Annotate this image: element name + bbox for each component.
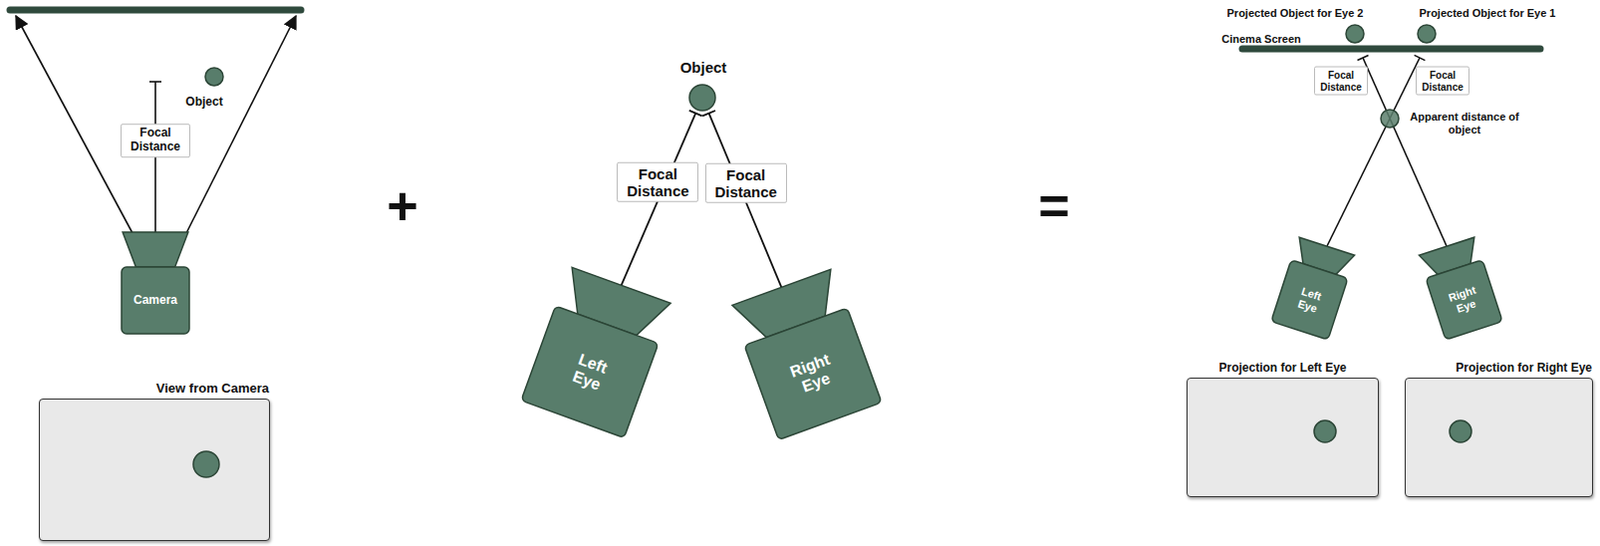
camera-label: Left Eye xyxy=(553,344,625,401)
camera-shape xyxy=(729,267,883,442)
focal-cap xyxy=(689,110,703,117)
annotation: Apparent distance of object xyxy=(1408,110,1521,136)
object-image xyxy=(193,451,220,478)
projected-object xyxy=(1417,24,1436,43)
focal-line xyxy=(154,81,157,234)
view-frame: Projection for Left Eye xyxy=(1186,377,1379,498)
view-heading: Projection for Right Eye xyxy=(1455,360,1593,375)
projected-object xyxy=(1345,24,1364,43)
annotation: + xyxy=(386,178,419,233)
screen-bar xyxy=(9,6,301,14)
camera-label: Right Eye xyxy=(1444,282,1485,318)
object-shape xyxy=(205,67,224,86)
annotation: Cinema Screen xyxy=(1221,32,1301,46)
view-arrow xyxy=(15,15,133,234)
camera-body xyxy=(744,307,882,441)
object-label: Object xyxy=(185,94,223,109)
view-drawing xyxy=(1405,378,1595,499)
camera-body xyxy=(1425,260,1503,340)
annotation: = xyxy=(1038,178,1070,233)
camera-node: Camera xyxy=(120,232,191,335)
camera-node: Left Eye xyxy=(1270,237,1357,342)
camera-body xyxy=(1271,260,1348,340)
object-node: Object xyxy=(688,83,717,112)
view-frame: View from Camera xyxy=(38,398,270,541)
camera-label-holder: Camera xyxy=(120,266,191,335)
view-frame: Projection for Right Eye xyxy=(1404,377,1594,498)
distance-label: Focal Distance xyxy=(616,161,699,203)
view-drawing xyxy=(39,399,271,542)
distance-label: Focal Distance xyxy=(1415,66,1470,96)
distance-label: Focal Distance xyxy=(705,162,788,204)
camera-node: Left Eye xyxy=(520,266,674,440)
focal-cap xyxy=(1414,54,1426,60)
camera-body xyxy=(121,266,190,334)
focal-cap xyxy=(702,110,716,116)
view-heading: View from Camera xyxy=(156,380,269,396)
camera-label: Left Eye xyxy=(1289,282,1330,318)
distance-label: Focal Distance xyxy=(1314,66,1368,96)
object-shape xyxy=(689,84,716,111)
object-node: Object xyxy=(204,66,225,87)
camera-body xyxy=(521,305,659,439)
object-circle xyxy=(688,83,717,112)
view-heading: Projection for Left Eye xyxy=(1218,360,1346,375)
object-label: Object xyxy=(680,58,728,76)
camera-node: Right Eye xyxy=(729,267,883,442)
focal-cap xyxy=(1357,55,1369,61)
object-image xyxy=(1449,420,1472,443)
camera-label: Camera xyxy=(133,293,178,308)
view-arrow xyxy=(186,15,296,234)
camera-node: Right Eye xyxy=(1417,237,1505,342)
camera-shape xyxy=(120,232,191,335)
lens xyxy=(122,232,189,267)
camera-shape xyxy=(520,266,674,440)
camera-label: Right Eye xyxy=(778,346,849,403)
annotation: Projected Object for Eye 2 xyxy=(1227,6,1364,20)
cinema-screen-bar xyxy=(1242,45,1541,53)
annotation: Projected Object for Eye 1 xyxy=(1419,6,1557,20)
object-image xyxy=(1314,420,1336,443)
view-drawing xyxy=(1187,378,1380,499)
focal-cap xyxy=(149,80,162,83)
distance-label: Focal Distance xyxy=(120,123,191,158)
object-circle xyxy=(204,66,225,87)
apparent-object xyxy=(1380,109,1399,128)
